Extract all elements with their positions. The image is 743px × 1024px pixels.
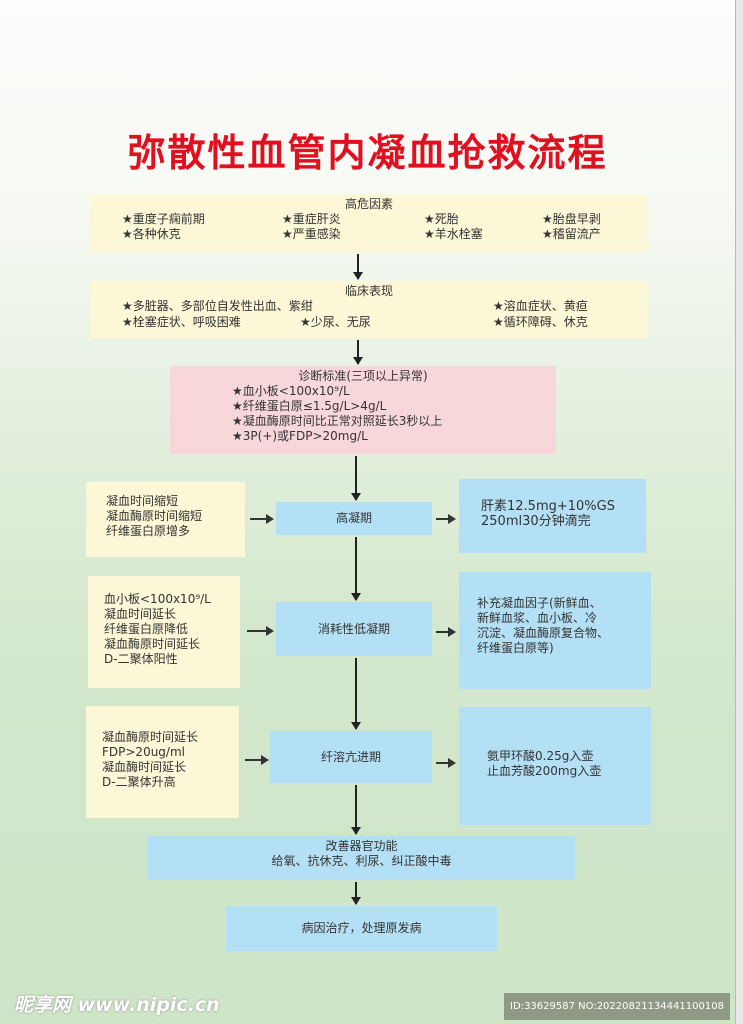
treatment-line: 肝素12.5mg+10%GS [481, 499, 615, 514]
treatment-line: 氨甲环酸0.25g入壶 [487, 749, 594, 763]
sign: FDP>20ug/ml [102, 745, 185, 759]
treatment-line: 纤维蛋白原等) [477, 641, 554, 655]
clinical-item: 多脏器、多部位自发性出血、紫绀 [122, 299, 313, 314]
stage3-treatment: 氨甲环酸0.25g入壶 止血芳酸200mg入壶 [459, 707, 651, 825]
arrow-down [351, 785, 361, 835]
diagnosis-item: 血小板<100x10⁹/L [232, 384, 556, 399]
arrow-right [436, 514, 456, 524]
sign: 凝血时间缩短 [106, 494, 179, 508]
stage1-treatment: 肝素12.5mg+10%GS 250ml30分钟滴完 [459, 479, 646, 553]
arrow-right [436, 758, 456, 768]
stage2-signs: 血小板<100x10⁹/L 凝血时间延长 纤维蛋白原降低 凝血酶原时间延长 D-… [88, 576, 240, 688]
risk-item: 羊水栓塞 [424, 227, 542, 242]
sign: 凝血酶原时间缩短 [106, 509, 203, 523]
arrow-right [247, 626, 274, 636]
watermark-logo: 昵享网 www.nipic.cn [14, 994, 220, 1016]
stage3-signs: 凝血酶原时间延长 FDP>20ug/ml 凝血酶时间延长 D-二聚体升高 [86, 706, 239, 818]
risk-item: 重度子痫前期 [122, 212, 282, 227]
sign: 纤维蛋白原增多 [106, 524, 191, 538]
clinical-item: 循环障碍、休克 [493, 315, 588, 330]
organ-heading: 改善器官功能 [325, 839, 398, 853]
sign: D-二聚体升高 [102, 775, 176, 789]
risk-item: 严重感染 [282, 227, 424, 242]
treatment-line: 沉淀、凝血酶原复合物、 [477, 626, 610, 640]
treatment-line: 250ml30分钟滴完 [481, 514, 591, 529]
risk-heading: 高危因素 [344, 197, 393, 211]
cause-treatment-box: 病因治疗，处理原发病 [226, 906, 497, 951]
risk-item: 各种休克 [122, 227, 282, 242]
treatment-line: 补充凝血因子(新鲜血、 [477, 596, 602, 610]
risk-item: 稽留流产 [542, 227, 652, 242]
sign: 纤维蛋白原降低 [104, 622, 189, 636]
diagnosis-item: 凝血酶原时间比正常对照延长3秒以上 [232, 414, 556, 429]
risk-item: 胎盘早剥 [542, 212, 652, 227]
risk-factors-box: 高危因素 重度子痫前期 重症肝炎 死胎 胎盘早剥 各种休克 严重感染 羊水栓塞 … [90, 194, 648, 252]
stage1-signs: 凝血时间缩短 凝血酶原时间缩短 纤维蛋白原增多 [86, 482, 245, 557]
sign: 凝血酶时间延长 [102, 760, 187, 774]
treatment-line: 新鲜血浆、血小板、冷 [477, 611, 598, 625]
organ-function-box: 改善器官功能 给氧、抗休克、利尿、纠正酸中毒 [148, 836, 575, 880]
sign: 凝血时间延长 [104, 607, 177, 621]
clinical-box: 临床表现 多脏器、多部位自发性出血、紫绀 溶血症状、黄疸 栓塞症状、呼吸困难 少… [90, 281, 648, 338]
arrow-right [250, 514, 274, 524]
arrow-down [353, 340, 363, 365]
arrow-down [351, 537, 361, 601]
clinical-item: 少尿、无尿 [300, 315, 371, 330]
clinical-heading: 临床表现 [344, 284, 393, 298]
diagnosis-item: 纤维蛋白原≤1.5g/L>4g/L [232, 399, 556, 414]
treatment-line: 止血芳酸200mg入壶 [487, 764, 602, 778]
stage3-name: 纤溶亢进期 [270, 731, 432, 783]
diagnosis-heading: 诊断标准(三项以上异常) [298, 369, 428, 383]
sign: 血小板<100x10⁹/L [104, 592, 211, 606]
watermark-id: ID:33629587 NO:20220821134441100108 [504, 993, 730, 1020]
clinical-item: 溶血症状、黄疸 [493, 299, 588, 314]
arrow-down [351, 658, 361, 730]
sign: 凝血酶原时间延长 [104, 637, 201, 651]
sign: 凝血酶原时间延长 [102, 730, 199, 744]
stage2-name: 消耗性低凝期 [276, 602, 432, 656]
organ-text: 给氧、抗休克、利尿、纠正酸中毒 [271, 854, 452, 868]
arrow-down [353, 254, 363, 280]
arrow-right [245, 755, 269, 765]
stage1-name: 高凝期 [276, 502, 432, 535]
arrow-down [351, 882, 361, 905]
sign: D-二聚体阳性 [104, 652, 178, 666]
arrow-down [351, 456, 361, 501]
risk-item: 死胎 [424, 212, 542, 227]
diagnosis-box: 诊断标准(三项以上异常) 血小板<100x10⁹/L 纤维蛋白原≤1.5g/L>… [170, 366, 556, 454]
page-title: 弥散性血管内凝血抢救流程 [127, 130, 608, 175]
stage2-treatment: 补充凝血因子(新鲜血、 新鲜血浆、血小板、冷 沉淀、凝血酶原复合物、 纤维蛋白原… [459, 572, 651, 689]
clinical-item: 栓塞症状、呼吸困难 [122, 315, 241, 330]
risk-item: 重症肝炎 [282, 212, 424, 227]
diagnosis-item: 3P(+)或FDP>20mg/L [232, 429, 556, 444]
arrow-right [436, 627, 456, 637]
